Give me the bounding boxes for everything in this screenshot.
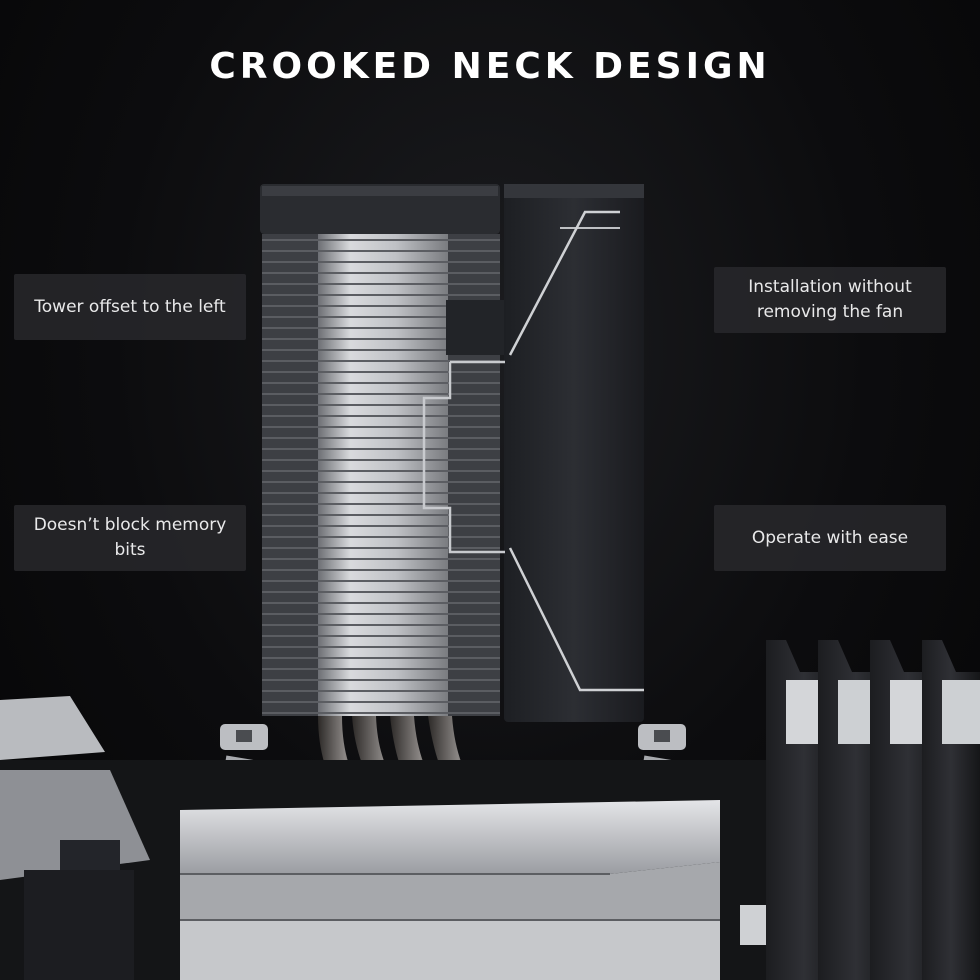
callout-operate: Operate with ease — [714, 505, 946, 571]
cooling-fan — [446, 184, 644, 722]
callout-tower-offset: Tower offset to the left — [14, 274, 246, 340]
callout-installation-line2: removing the fan — [756, 302, 904, 322]
callout-memory-text: Doesn’t block memory bits — [33, 515, 227, 560]
cooler-mounting-base — [180, 800, 720, 980]
callout-installation-line1: Installation without — [748, 277, 912, 297]
fan-clip — [422, 360, 505, 554]
callout-installation: Installation without removing the fan — [714, 267, 946, 333]
ram-stick — [922, 640, 980, 980]
callout-installation-text: Installation without removing the fan — [748, 275, 911, 325]
callout-operate-text: Operate with ease — [751, 527, 909, 548]
heatsink-fin-stack — [262, 234, 500, 716]
callout-memory: Doesn’t block memory bits — [14, 505, 246, 571]
headline: CROOKED NECK DESIGN — [209, 46, 771, 87]
memory-modules — [766, 640, 980, 980]
heatsink-top-cap — [260, 184, 500, 234]
callout-tower-offset-text: Tower offset to the left — [34, 296, 226, 317]
